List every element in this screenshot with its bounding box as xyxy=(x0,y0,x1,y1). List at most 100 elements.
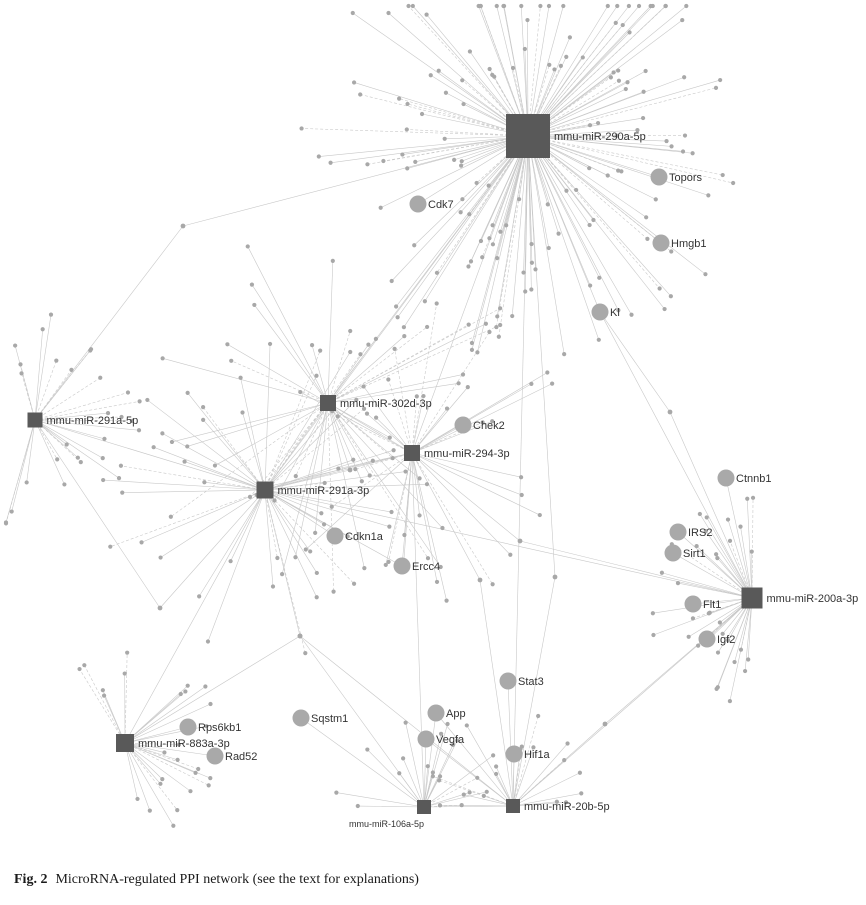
leaf-node xyxy=(345,534,350,539)
gene-node[interactable]: Vegfa xyxy=(417,730,466,748)
gene-node[interactable]: Igf2 xyxy=(698,630,736,648)
leaf-node xyxy=(314,570,319,576)
mirna-square xyxy=(116,734,134,752)
leaf-node xyxy=(613,20,618,25)
leaf-node xyxy=(504,223,509,228)
gene-node[interactable]: Hmgb1 xyxy=(652,234,707,252)
network-edge xyxy=(527,135,662,244)
leaf-node xyxy=(490,223,495,228)
network-edge xyxy=(264,452,413,491)
gene-node[interactable]: Ctnnb1 xyxy=(717,469,772,487)
gene-node[interactable]: Chek2 xyxy=(454,416,505,434)
bridge-node xyxy=(602,721,608,727)
gene-node[interactable]: Cdk7 xyxy=(409,195,454,213)
bridge-node xyxy=(347,467,353,473)
gene-node[interactable]: Rps6kb1 xyxy=(179,718,242,736)
leaf-node xyxy=(567,35,572,40)
network-edge xyxy=(264,135,529,491)
leaf-edge xyxy=(124,742,199,770)
leaf-edge xyxy=(411,452,420,516)
leaf-edge xyxy=(388,379,413,454)
leaf-node xyxy=(616,78,622,83)
gene-node[interactable]: Cdkn1a xyxy=(326,527,384,545)
leaf-node xyxy=(205,639,211,644)
leaf-edge xyxy=(242,412,266,491)
leaf-edge xyxy=(512,747,534,807)
leaf-edge xyxy=(411,452,511,555)
gene-node[interactable]: Rad52 xyxy=(206,747,258,765)
mirna-node[interactable]: mmu-miR-290a-5p xyxy=(506,114,646,158)
gene-node[interactable]: Kl xyxy=(591,303,620,321)
leaf-node xyxy=(438,731,444,736)
leaf-node xyxy=(460,78,465,83)
mirna-node[interactable]: mmu-miR-291a-5p xyxy=(27,412,139,428)
gene-node[interactable]: IRS2 xyxy=(669,523,713,541)
gene-circle xyxy=(417,730,435,748)
leaf-node xyxy=(653,197,658,202)
leaf-node xyxy=(487,236,492,241)
leaf-edge xyxy=(498,135,529,337)
mirna-node[interactable]: mmu-miR-302d-3p xyxy=(320,395,432,411)
network-edge xyxy=(264,489,753,599)
gene-node[interactable]: Ercc4 xyxy=(393,557,441,575)
leaf-node xyxy=(738,647,744,652)
gene-label: Cdkn1a xyxy=(345,531,384,543)
leaf-node xyxy=(443,90,449,95)
gene-node[interactable]: Sqstm1 xyxy=(292,709,349,727)
leaf-node xyxy=(495,314,500,319)
leaf-edge xyxy=(122,489,266,493)
gene-node[interactable]: Stat3 xyxy=(499,672,544,690)
leaf-edge xyxy=(734,597,753,663)
network-edge xyxy=(423,712,437,808)
leaf-edge xyxy=(512,715,539,807)
mirna-node[interactable]: mmu-miR-883a-3p xyxy=(116,734,230,752)
leaf-node xyxy=(538,3,543,9)
mirna-node[interactable]: mmu-miR-20b-5p xyxy=(506,799,610,813)
leaf-node xyxy=(267,341,273,347)
leaf-node xyxy=(623,86,628,92)
leaf-edge xyxy=(327,383,459,404)
mirna-square xyxy=(506,114,550,158)
leaf-node xyxy=(556,231,561,236)
leaf-node xyxy=(64,442,69,447)
leaf-node xyxy=(331,589,336,594)
leaf-node xyxy=(682,133,688,138)
gene-node[interactable]: Sirt1 xyxy=(664,544,706,562)
mirna-node[interactable]: mmu-miR-106a-5p xyxy=(349,800,431,829)
leaf-edge xyxy=(411,383,553,454)
leaf-node xyxy=(160,431,165,436)
leaf-edge xyxy=(403,135,529,328)
bridge-node xyxy=(180,223,186,229)
leaf-node xyxy=(650,611,655,616)
leaf-node xyxy=(437,803,443,808)
leaf-edge xyxy=(264,460,373,491)
leaf-node xyxy=(351,581,357,586)
leaf-edge xyxy=(34,314,52,421)
leaf-node xyxy=(529,381,534,387)
mirna-node[interactable]: mmu-miR-294-3p xyxy=(404,445,510,461)
gene-circle xyxy=(292,709,310,727)
leaf-node xyxy=(461,101,466,107)
leaf-edge xyxy=(124,742,151,811)
leaf-edge xyxy=(327,402,441,568)
gene-node[interactable]: Topors xyxy=(650,168,703,186)
gene-node[interactable]: Flt1 xyxy=(684,595,722,613)
leaf-node xyxy=(336,466,341,471)
leaf-edge xyxy=(264,489,306,654)
gene-node[interactable]: Hif1a xyxy=(505,745,551,763)
mirna-node[interactable]: mmu-miR-200a-3p xyxy=(741,587,859,609)
leaf-edge xyxy=(327,402,370,476)
leaf-node xyxy=(389,278,394,284)
leaf-node xyxy=(536,713,541,719)
gene-node[interactable]: App xyxy=(427,704,466,722)
leaf-node xyxy=(445,721,450,727)
leaf-node xyxy=(648,3,653,9)
leaf-edge xyxy=(527,135,600,340)
mirna-node[interactable]: mmu-miR-291a-3p xyxy=(256,481,370,499)
leaf-edge xyxy=(301,128,529,137)
leaf-node xyxy=(204,724,209,729)
leaf-edge xyxy=(527,5,667,137)
leaf-node xyxy=(465,385,470,390)
